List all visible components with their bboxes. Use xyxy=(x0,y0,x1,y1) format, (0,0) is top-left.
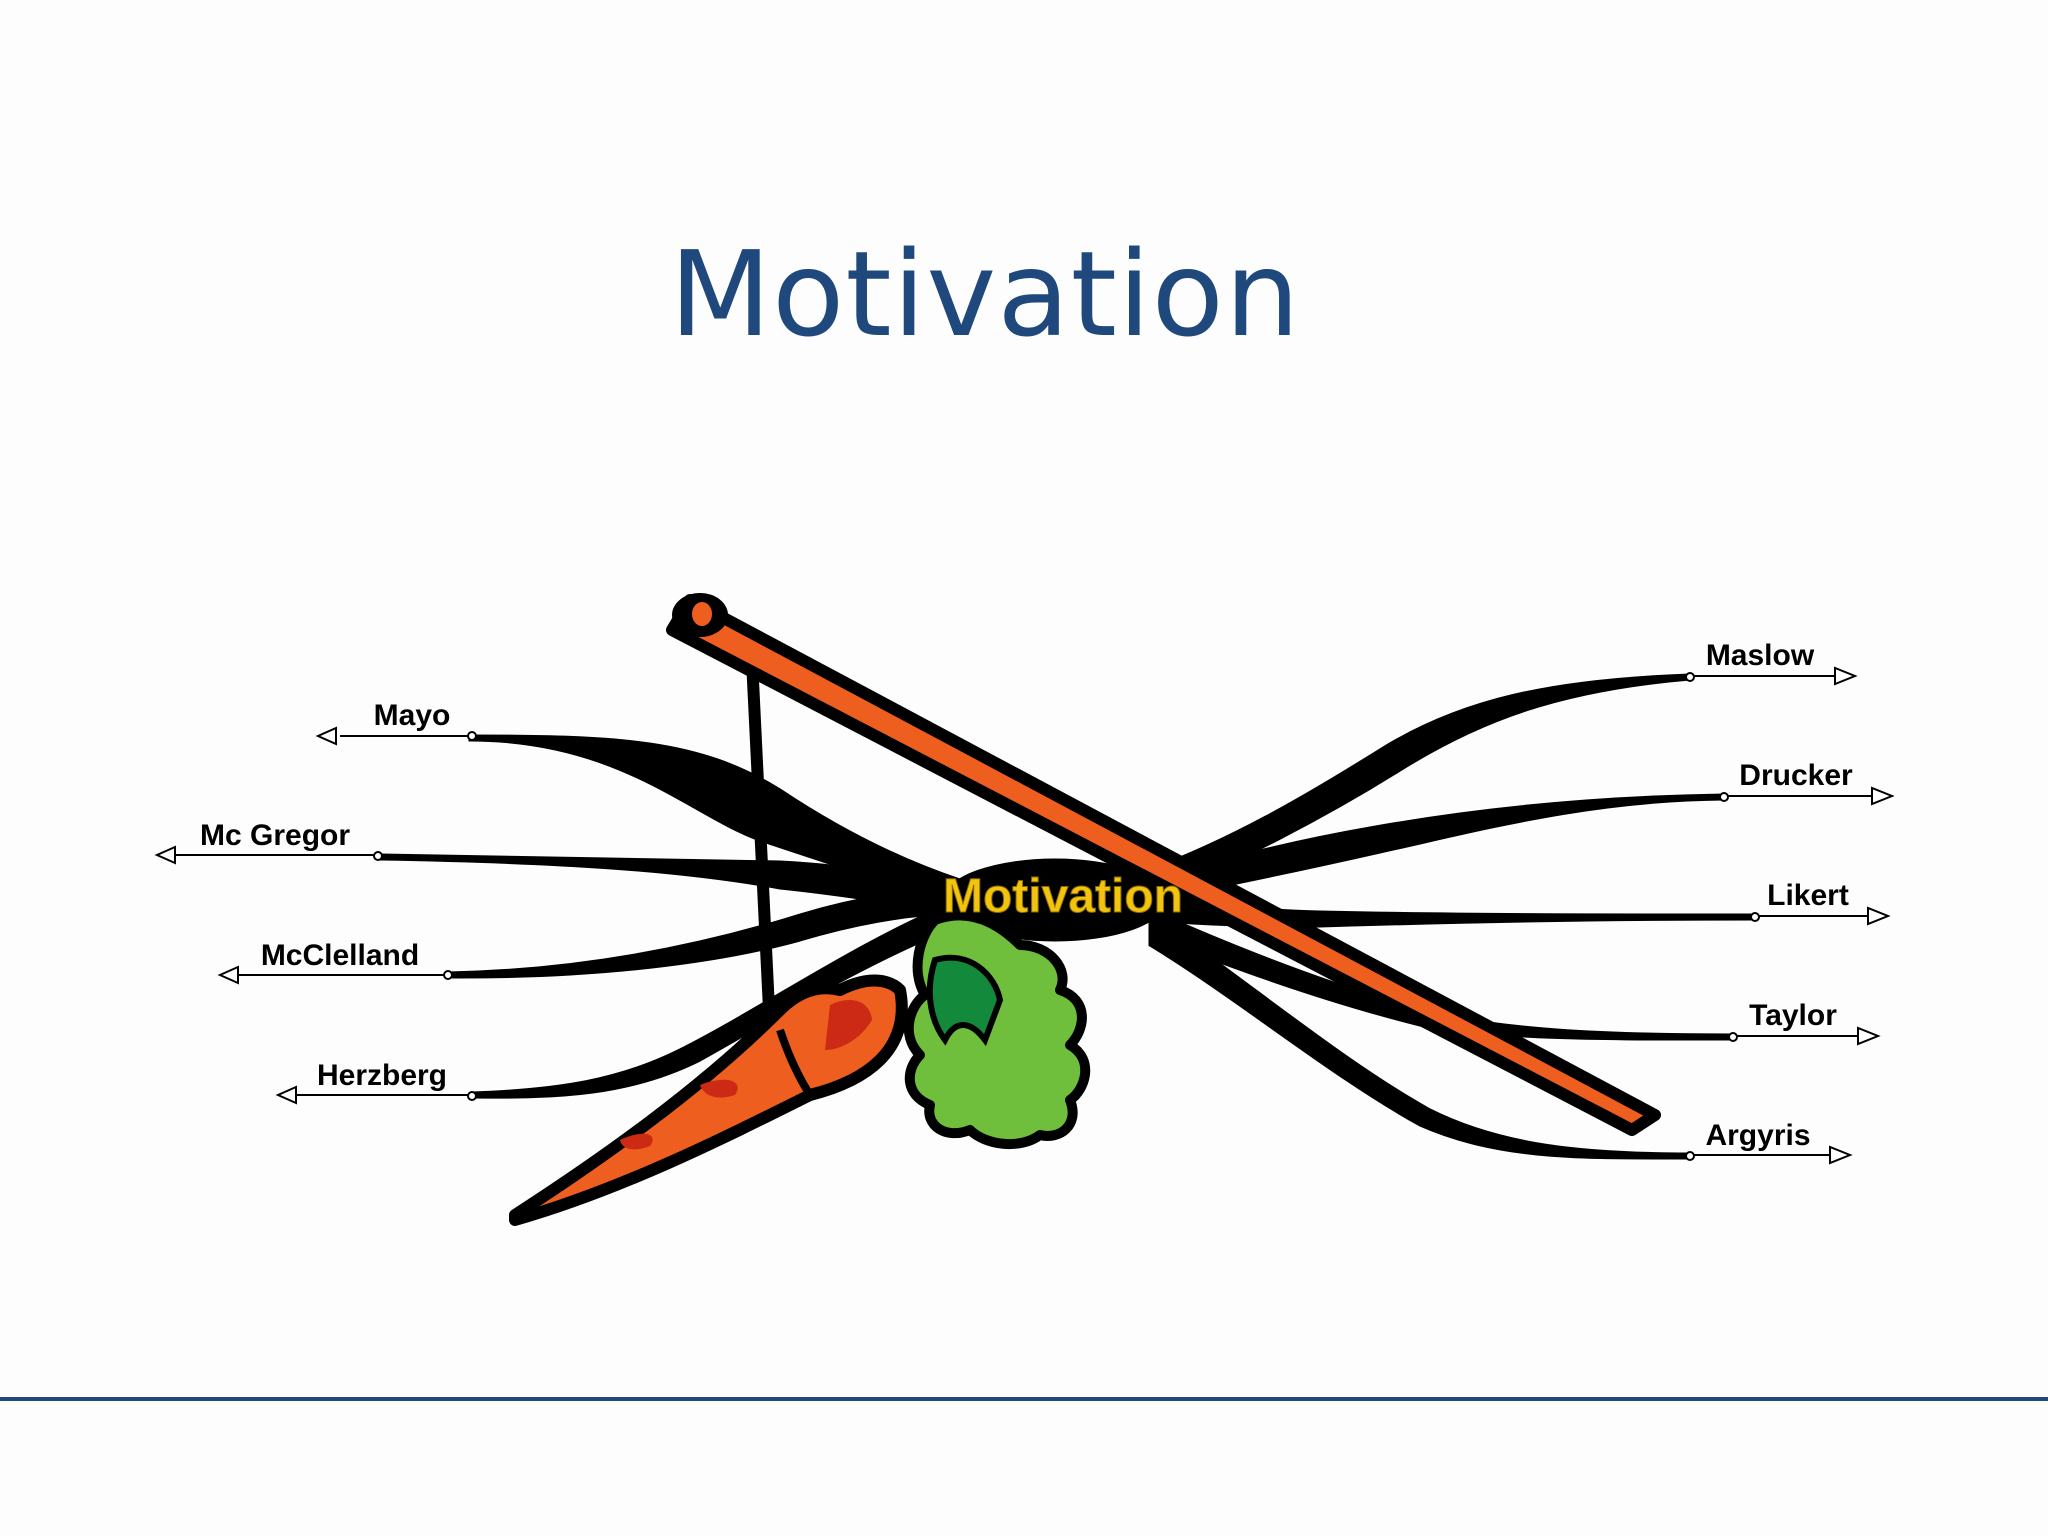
center-label: Motivation xyxy=(943,870,1183,923)
arrow-left-icon xyxy=(217,965,239,985)
carrot-leaves-dark xyxy=(926,954,1004,1047)
carrot-stripes xyxy=(620,1000,872,1150)
arrow-right-icon xyxy=(1834,666,1858,686)
arrow-right-icon xyxy=(1857,1026,1881,1046)
branch-label-herzberg: Herzberg xyxy=(317,1059,447,1092)
arrow-right-icon xyxy=(1867,906,1891,926)
stick-string xyxy=(746,659,776,1031)
branch-label-mcclelland: McClelland xyxy=(261,939,419,972)
branch-label-drucker: Drucker xyxy=(1739,759,1853,792)
branch-mcclelland xyxy=(446,886,962,979)
branch-label-mayo: Mayo xyxy=(374,699,451,732)
slide-title: Motivation xyxy=(669,225,1301,363)
branch-label-mc-gregor: Mc Gregor xyxy=(200,819,350,852)
carrot-stick-illustration xyxy=(509,593,1661,1226)
branch-label-maslow: Maslow xyxy=(1706,639,1815,672)
branch-terminals xyxy=(154,666,1895,1165)
stick-end-cap xyxy=(688,598,716,630)
branch-hub xyxy=(943,858,1167,942)
branch-label-taylor: Taylor xyxy=(1749,999,1837,1032)
branch-label-argyris: Argyris xyxy=(1705,1119,1810,1152)
arrow-left-icon xyxy=(154,845,176,865)
branch-argyris xyxy=(1148,912,1692,1160)
arrow-left-icon xyxy=(275,1085,297,1105)
string-knot xyxy=(776,1028,816,1101)
carrot xyxy=(509,974,908,1226)
arrow-right-icon xyxy=(1829,1145,1853,1165)
arrow-left-icon xyxy=(315,726,337,746)
branch-label-likert: Likert xyxy=(1767,879,1849,912)
arrow-right-icon xyxy=(1871,786,1895,806)
footer-rule xyxy=(0,1397,2048,1401)
